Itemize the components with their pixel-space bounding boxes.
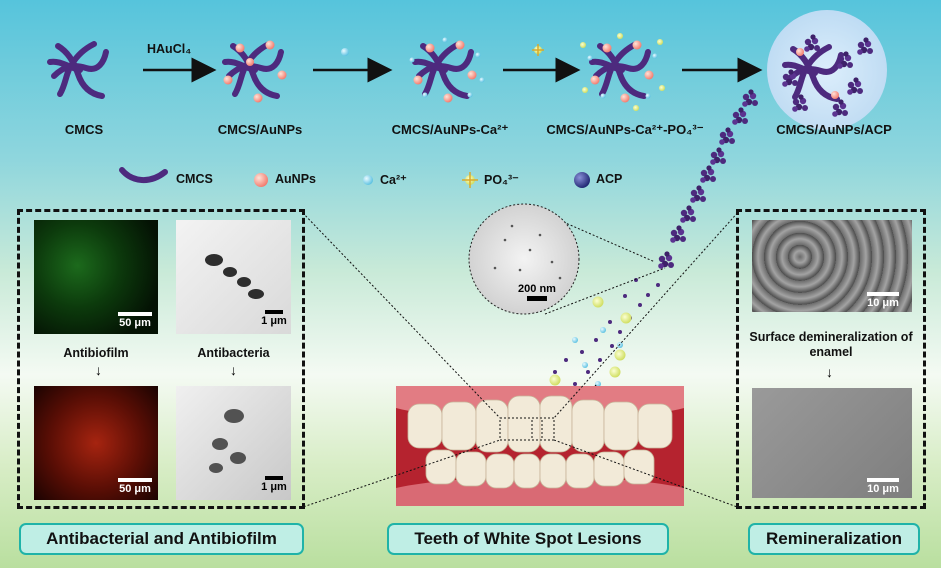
- right-panel-frame: [736, 209, 926, 509]
- stage-cmcs-graphic: [50, 44, 106, 96]
- enamel-sem-remineralized: 10 μm: [752, 388, 912, 498]
- remineralization-down-arrow: ↓: [826, 364, 833, 380]
- antibiofilm-down-arrow: ↓: [95, 362, 102, 378]
- stage-label-aunps: CMCS/AuNPs: [217, 122, 303, 137]
- scale-bar-sem-bottom: 10 μm: [858, 478, 908, 495]
- antibacteria-tem-top: 1 μm: [176, 220, 291, 334]
- phosphate-ion-reagent: [532, 44, 544, 56]
- stage-ca-po4-graphic: [580, 33, 665, 111]
- antibiofilm-fluorescence-live: 50 μm: [34, 220, 158, 334]
- antibiofilm-fluorescence-dead: 50 μm: [34, 386, 158, 500]
- legend-label-acp: ACP: [596, 172, 623, 186]
- scale-bar-sem-top: 10 μm: [858, 292, 908, 309]
- legend-label-cmcs: CMCS: [176, 172, 213, 186]
- calcium-ion-reagent: [341, 48, 349, 56]
- caption-remineralization: Remineralization: [748, 523, 920, 555]
- stage-aunps-graphic: [224, 40, 287, 103]
- tem-inset: [468, 203, 666, 315]
- legend-aunps-icon: [254, 173, 268, 187]
- demineralization-label: Surface demineralization of enamel: [749, 330, 913, 359]
- legend-ca-icon: [363, 175, 373, 185]
- legend-label-ca: Ca²⁺: [380, 173, 407, 187]
- acp-particle-stream: [549, 89, 758, 387]
- caption-white-spot-lesions: Teeth of White Spot Lesions: [387, 523, 669, 555]
- scale-bar-tem-bottom: 1 μm: [258, 476, 290, 493]
- antibacteria-down-arrow: ↓: [230, 362, 237, 378]
- legend-po4-icon: [462, 172, 478, 188]
- legend-cmcs-icon: [119, 167, 168, 183]
- scale-bar-fluor-bottom: 50 μm: [112, 478, 158, 495]
- stage-label-ca: CMCS/AuNPs-Ca²⁺: [391, 122, 509, 137]
- enamel-sem-demineralized: 10 μm: [752, 220, 912, 312]
- legend-acp-icon: [574, 172, 590, 188]
- reagent-label: HAuCl₄: [147, 42, 192, 56]
- teeth-photo: [396, 386, 684, 506]
- scale-bar-fluor-top: 50 μm: [112, 312, 158, 329]
- legend-label-aunps: AuNPs: [275, 172, 316, 186]
- legend-label-po4: PO₄³⁻: [484, 173, 519, 187]
- antibacteria-label: Antibacteria: [197, 346, 270, 360]
- stage-ca-graphic: [409, 37, 485, 103]
- stage-label-cmcs: CMCS: [64, 122, 104, 137]
- scale-bar-tem-top: 1 μm: [258, 310, 290, 327]
- stage-label-ca-po4: CMCS/AuNPs-Ca²⁺-PO₄³⁻: [546, 122, 704, 137]
- caption-antibacterial: Antibacterial and Antibiofilm: [19, 523, 304, 555]
- tem-inset-scale: 200 nm: [512, 283, 562, 302]
- antibacteria-tem-bottom: 1 μm: [176, 386, 291, 500]
- connector-lines: [299, 209, 741, 509]
- antibiofilm-label: Antibiofilm: [63, 346, 129, 360]
- stage-label-acp: CMCS/AuNPs/ACP: [776, 122, 892, 137]
- stage-acp-graphic: [767, 10, 887, 130]
- left-panel-frame: [17, 209, 305, 509]
